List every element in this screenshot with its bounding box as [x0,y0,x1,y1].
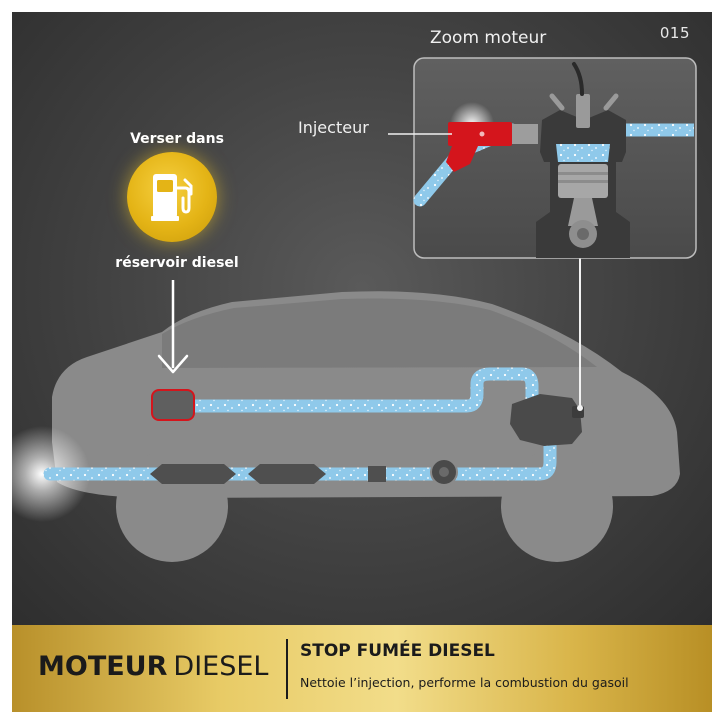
valves [549,93,619,111]
connecting-rod [568,198,598,226]
exhaust-components [150,458,458,486]
brand-light: DIESEL [173,651,269,682]
pour-instruction-bottom: réservoir diesel [115,255,239,271]
fuel-badge [127,152,217,242]
rear-wheel [501,450,613,562]
infographic-frame: 015 Zoom moteur Injecteur Verser dans ré… [12,12,712,712]
injector-label: Injecteur [298,118,369,137]
fuel-return-line [43,435,557,481]
injector-wire [572,62,584,96]
pour-arrow [157,280,189,374]
fuel-supply-line [175,367,539,413]
turbo-hub [439,467,449,477]
injector-red [446,122,538,172]
injector-top [576,94,590,128]
fuel-tank [151,389,195,421]
fuel-pump-icon [151,174,193,221]
diagram-stage: 015 Zoom moteur Injecteur Verser dans ré… [12,12,712,625]
zoom-title: Zoom moteur [430,28,547,48]
tagline-subtitle: Nettoie l’injection, performe la combust… [300,675,629,690]
catalytic-converter [248,464,326,484]
combustion-chamber [556,144,610,162]
zoom-connector-dot [577,405,583,411]
brand-strong: MOTEUR [38,651,168,682]
pour-instruction-top: Verser dans [130,131,224,147]
car-silhouette [52,291,680,562]
car-cutaway-diagram [12,57,697,562]
fuel-lines [43,367,557,481]
sensor-block [368,466,386,482]
engine-zoom-panel [413,57,697,259]
engine-block [510,394,584,446]
particle-filter [150,464,236,484]
page-number: 015 [659,24,690,42]
tagline-title: STOP FUMÉE DIESEL [300,641,495,661]
car-window-area [162,298,597,368]
banner-divider [286,639,288,699]
